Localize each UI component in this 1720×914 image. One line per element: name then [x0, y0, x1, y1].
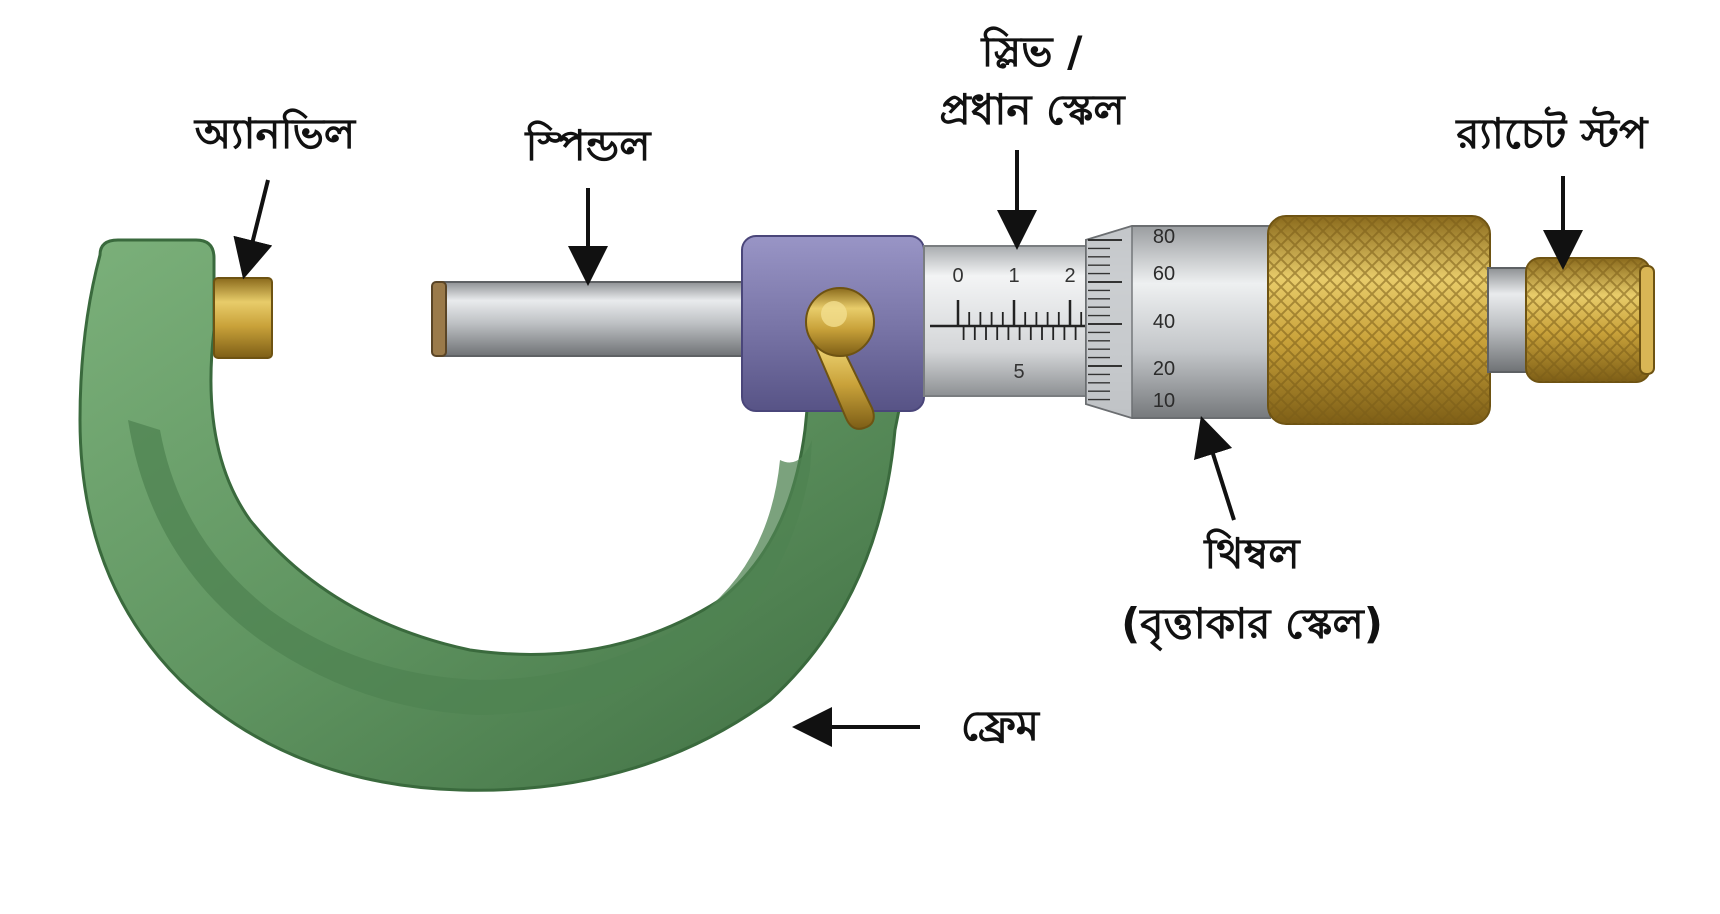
label-thimble-line2: (বৃত্তাকার স্কেল): [1121, 599, 1383, 651]
label-sleeve-line1: স্লিভ /: [980, 26, 1084, 76]
sleeve-num-0: 0: [952, 265, 963, 287]
label-sleeve-line2: প্রধান স্কেল: [939, 85, 1126, 134]
label-frame: ফ্রেম: [961, 701, 1041, 750]
label-spindle: স্পিন্ডল: [523, 120, 652, 170]
lock-nut[interactable]: [805, 287, 875, 430]
thimble-num-60: 60: [1153, 263, 1175, 285]
sleeve-ticks: [956, 300, 1083, 340]
ratchet-stop[interactable]: [1525, 257, 1655, 383]
spindle: [431, 281, 749, 357]
arrow-anvil: [233, 179, 273, 280]
anvil: [213, 277, 273, 359]
sleeve-num-2: 2: [1064, 265, 1075, 287]
sleeve-num-5: 5: [1013, 361, 1024, 383]
arrow-thimble: [1193, 415, 1236, 521]
label-ratchet: র‍্যাচেট স্টপ: [1454, 106, 1649, 158]
knurled-grip[interactable]: [1267, 215, 1491, 425]
sleeve: 0 1 2 5: [923, 245, 1097, 397]
label-anvil: অ্যানভিল: [193, 108, 357, 158]
arrows: [233, 150, 1583, 747]
thimble-num-20: 20: [1153, 358, 1175, 380]
thimble-ticks: [1088, 239, 1122, 401]
thimble-num-40: 40: [1153, 311, 1175, 333]
ratchet-neck: [1487, 267, 1531, 373]
thimble-num-10: 10: [1153, 390, 1175, 412]
thimble-num-80: 80: [1153, 226, 1175, 248]
sleeve-num-1: 1: [1008, 265, 1019, 287]
thimble[interactable]: 80 60 40 20 10: [1085, 224, 1271, 420]
label-thimble-line1: থিম্বল: [1202, 528, 1301, 578]
